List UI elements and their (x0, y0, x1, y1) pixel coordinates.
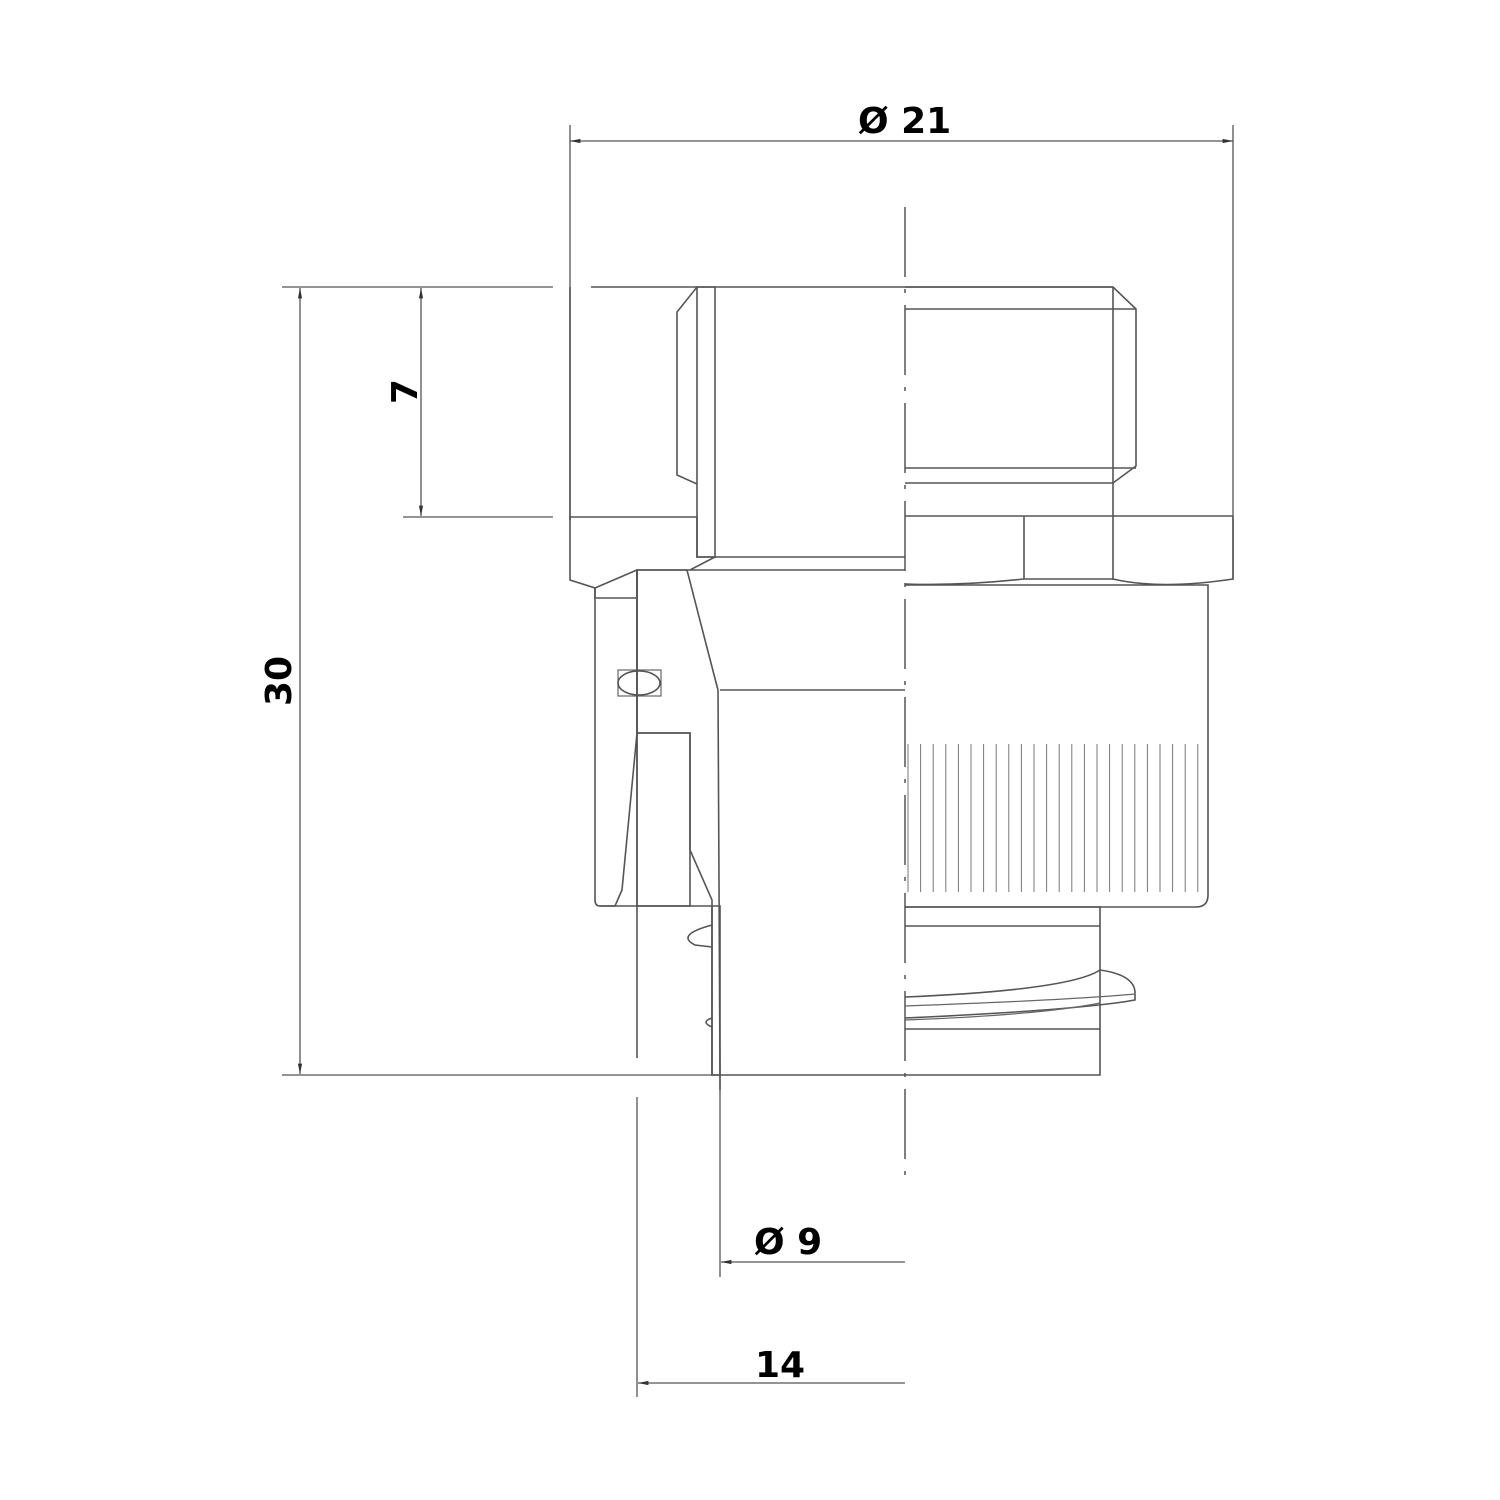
o-ring (617, 670, 661, 696)
label-inner-diameter: Ø 9 (754, 1222, 823, 1263)
dimension-total-height (282, 286, 712, 1076)
label-pipe-size: 14 (755, 1345, 806, 1386)
label-total-height: 30 (259, 655, 300, 706)
barb-upper (687, 924, 713, 948)
label-outer-diameter: Ø 21 (858, 101, 952, 142)
dimension-thread-length (403, 288, 553, 518)
barb-lower (705, 1017, 713, 1028)
hex-nut (904, 515, 1234, 586)
knurled-sleeve (905, 584, 1209, 908)
insert-section (636, 569, 721, 1076)
dimension-inner-diameter (719, 1075, 905, 1277)
thread-outline (905, 286, 1137, 484)
spigot-outline (720, 906, 1101, 1076)
barb-ring (904, 969, 1136, 1019)
exterior-view (720, 286, 1234, 1076)
knurl-pattern (907, 744, 1199, 892)
sleeve-outer-section (594, 568, 638, 907)
body-flange-section (569, 516, 716, 599)
dimension-outer-diameter (569, 125, 1234, 580)
inner-cavity (636, 732, 691, 907)
label-thread-length: 7 (385, 378, 426, 404)
dimension-pipe-size (636, 1097, 905, 1397)
section-view (569, 286, 1113, 1090)
